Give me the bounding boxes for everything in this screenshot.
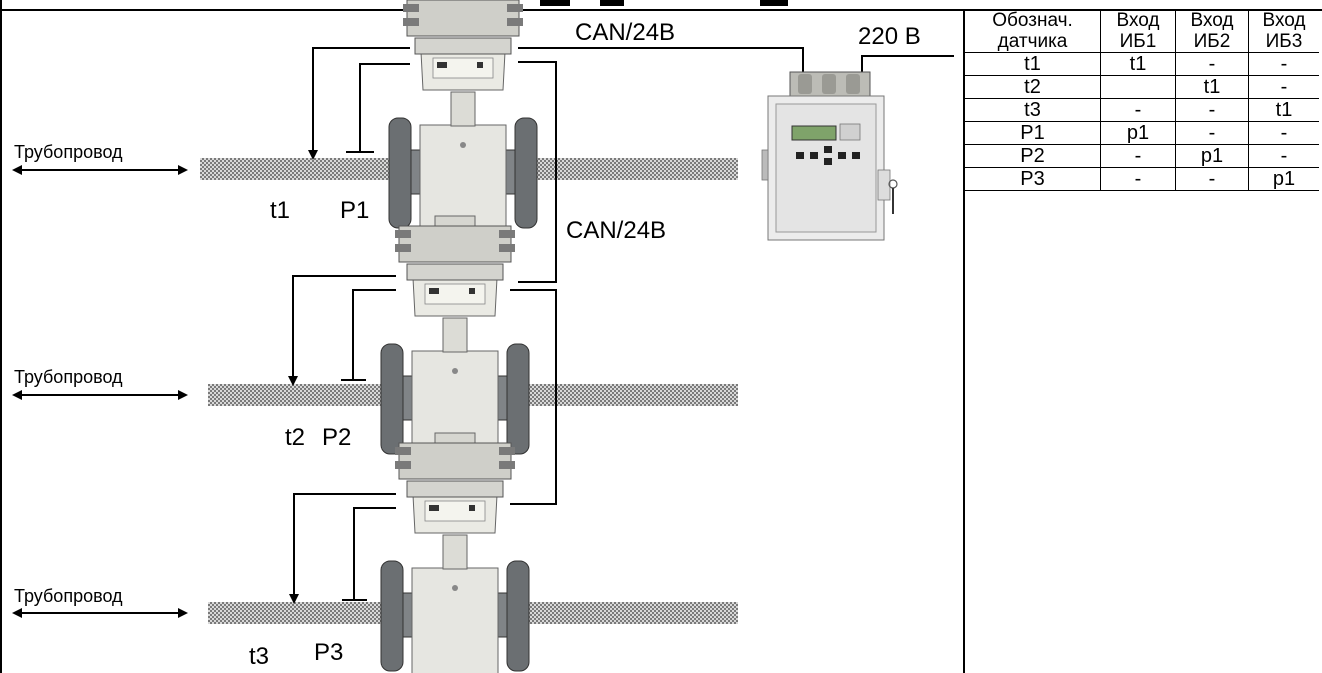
table-cell: t1 [1248,98,1319,122]
sensor-label-p2: P2 [322,424,351,451]
table-cell: P2 [965,144,1101,168]
table-row: P1 p1 - - [965,121,1319,145]
table-cell: t1 [965,52,1101,76]
table-cell: - [1100,167,1176,191]
table-cell: p1 [1175,144,1249,168]
table-cell: - [1100,144,1176,168]
can-label-top: CAN/24В [575,19,675,46]
pipeline-label-2: Трубопровод [14,367,123,387]
header-line: Вход [1262,10,1306,31]
pipeline-row-2 [12,384,738,406]
pipeline-row-3 [12,602,738,624]
table-row: P2 - p1 - [965,144,1319,168]
table-cell: - [1100,98,1176,122]
flowmeter-3-image [380,432,530,673]
table-cell: - [1248,75,1319,99]
header-line: ИБ3 [1265,31,1303,52]
header-line: ИБ2 [1193,31,1231,52]
table-cell: t2 [965,75,1101,99]
table-cell: p1 [1248,167,1319,191]
table-cell [1100,75,1176,99]
table-row: t1 t1 - - [965,52,1319,76]
table-cell: p1 [1100,121,1176,145]
table-cell: - [1175,52,1249,76]
flowmeter-2-image [380,215,530,464]
pipeline-label-1: Трубопровод [14,142,123,162]
power-label: 220 В [858,23,921,50]
sensor-label-p1: P1 [340,197,369,224]
flowmeter-1-image [388,0,538,238]
can-label-mid: CAN/24В [566,217,666,244]
table-cell: - [1175,98,1249,122]
pipeline-label-3: Трубопровод [14,586,123,606]
table-row: P3 - - p1 [965,167,1319,191]
table-cell: - [1175,167,1249,191]
table-cell: t3 [965,98,1101,122]
header-line: датчика [997,31,1068,52]
table-cell: - [1175,121,1249,145]
sensor-label-p3: P3 [314,639,343,666]
table-cell: t1 [1175,75,1249,99]
table-cell: P3 [965,167,1101,191]
sensor-label-t2: t2 [285,424,305,451]
header-line: Вход [1190,10,1234,31]
table-row: t3 - - t1 [965,98,1319,122]
sensor-label-t3: t3 [249,643,269,670]
table-cell: - [1248,121,1319,145]
header-line: Вход [1116,10,1160,31]
table-cell: - [1248,52,1319,76]
table-cell: t1 [1100,52,1176,76]
table-row: t2 t1 - [965,75,1319,99]
sensor-label-t1: t1 [270,197,290,224]
header-line: ИБ1 [1119,31,1157,52]
pipeline-row-1 [12,158,738,180]
table-cell: P1 [965,121,1101,145]
table-cell: - [1248,144,1319,168]
header-sensor-designation: Обознач.датчика [965,10,1101,53]
header-line: Обознач. [992,10,1073,31]
controller-unit-image [761,71,898,241]
